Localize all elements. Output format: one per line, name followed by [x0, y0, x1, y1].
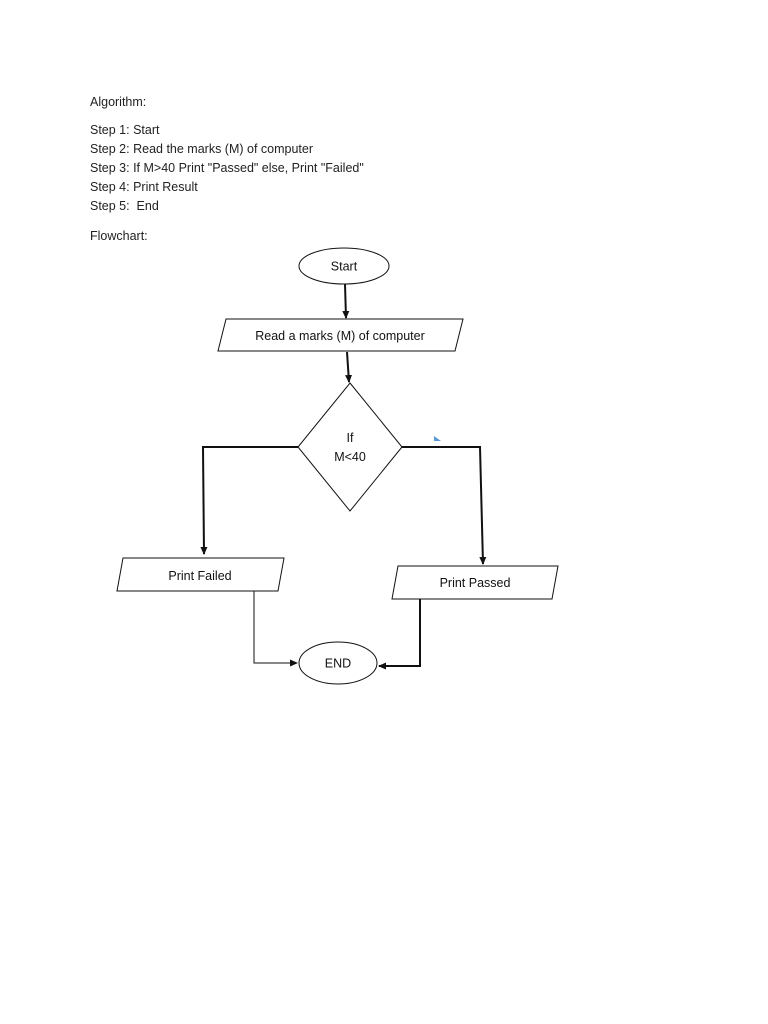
print-failed-parallelogram	[116, 557, 285, 592]
read-input-node: Read a marks (M) of computer	[217, 318, 464, 352]
start-oval	[298, 247, 390, 285]
connector-start-to-read	[342, 283, 350, 319]
algorithm-steps: Step 1: Start Step 2: Read the marks (M)…	[90, 121, 364, 216]
print-failed-label: Print Failed	[168, 569, 231, 583]
algorithm-step-4: Step 4: Print Result	[90, 180, 198, 194]
connector-decision-to-failed	[200, 446, 298, 555]
connector-read-to-decision	[345, 351, 353, 383]
print-failed-node: Print Failed	[116, 557, 285, 592]
read-input-label: Read a marks (M) of computer	[255, 329, 425, 343]
start-node: Start	[298, 247, 390, 285]
algorithm-step-1: Step 1: Start	[90, 123, 160, 137]
decision-label-line2: M<40	[334, 450, 366, 464]
decision-label-line1: If	[347, 431, 354, 445]
connector-failed-to-end	[253, 591, 298, 667]
end-oval	[298, 641, 378, 685]
print-passed-parallelogram	[391, 565, 559, 600]
print-passed-node: Print Passed	[391, 565, 559, 600]
decision-diamond	[297, 382, 403, 512]
algorithm-heading: Algorithm:	[90, 95, 147, 109]
print-passed-label: Print Passed	[440, 576, 511, 590]
start-label: Start	[331, 260, 358, 274]
algorithm-section: Algorithm: Step 1: Start Step 2: Read th…	[90, 93, 364, 216]
decision-node: If M<40	[297, 382, 403, 512]
selection-marker-icon	[434, 436, 441, 441]
algorithm-step-2: Step 2: Read the marks (M) of computer	[90, 142, 314, 156]
flowchart-heading: Flowchart:	[90, 229, 148, 243]
read-input-parallelogram	[217, 318, 464, 352]
end-label: END	[325, 657, 351, 671]
algorithm-step-5: Step 5: End	[90, 199, 159, 213]
end-node: END	[298, 641, 378, 685]
connector-decision-to-passed	[402, 446, 487, 565]
connector-passed-to-end	[378, 599, 421, 670]
algorithm-step-3: Step 3: If M>40 Print "Passed" else, Pri…	[90, 161, 364, 175]
